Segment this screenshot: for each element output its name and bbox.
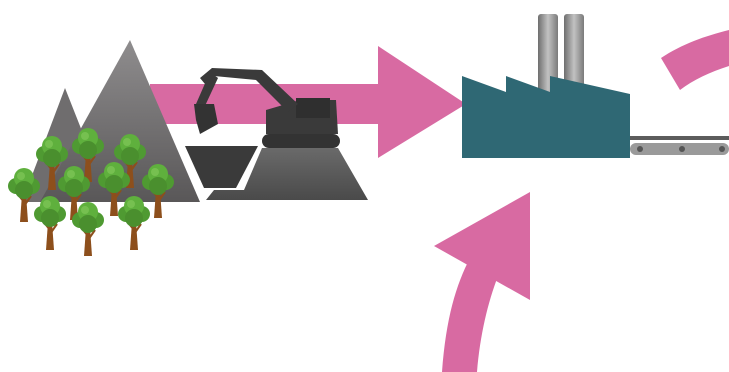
conveyor-belt-icon [630,136,729,155]
factory-icon [462,14,630,158]
mine-pit-icon [185,146,368,200]
curved-flow-arrow-from-below [434,192,530,372]
curved-flow-arrow-top-right [661,30,729,90]
